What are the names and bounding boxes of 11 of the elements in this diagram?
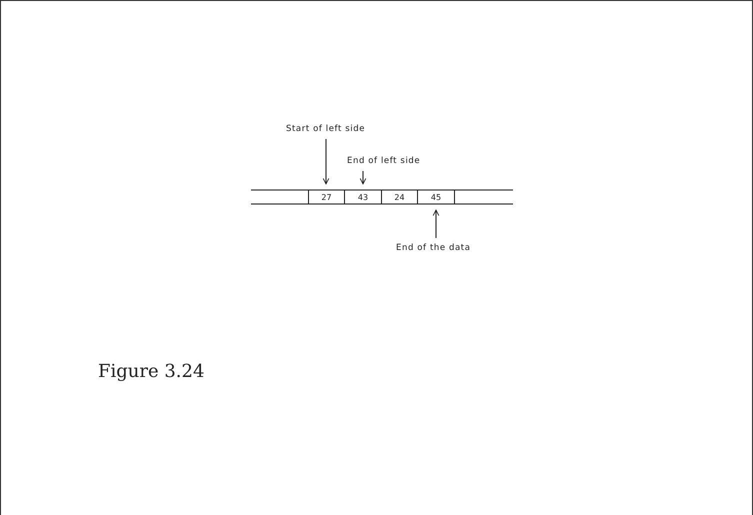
pointer-label: End of the data (396, 242, 471, 254)
figure-caption: Figure 3.24 (98, 361, 204, 382)
arrow (432, 210, 440, 238)
pointer-label: Start of left side (286, 123, 366, 135)
pointer-label: End of left side (347, 155, 420, 167)
array-cell: 24 (381, 190, 418, 204)
arrow (322, 138, 330, 184)
array-cell: 43 (344, 190, 382, 204)
array-cell: 45 (417, 190, 455, 204)
arrow (360, 170, 366, 184)
array-cell: 27 (308, 190, 345, 204)
